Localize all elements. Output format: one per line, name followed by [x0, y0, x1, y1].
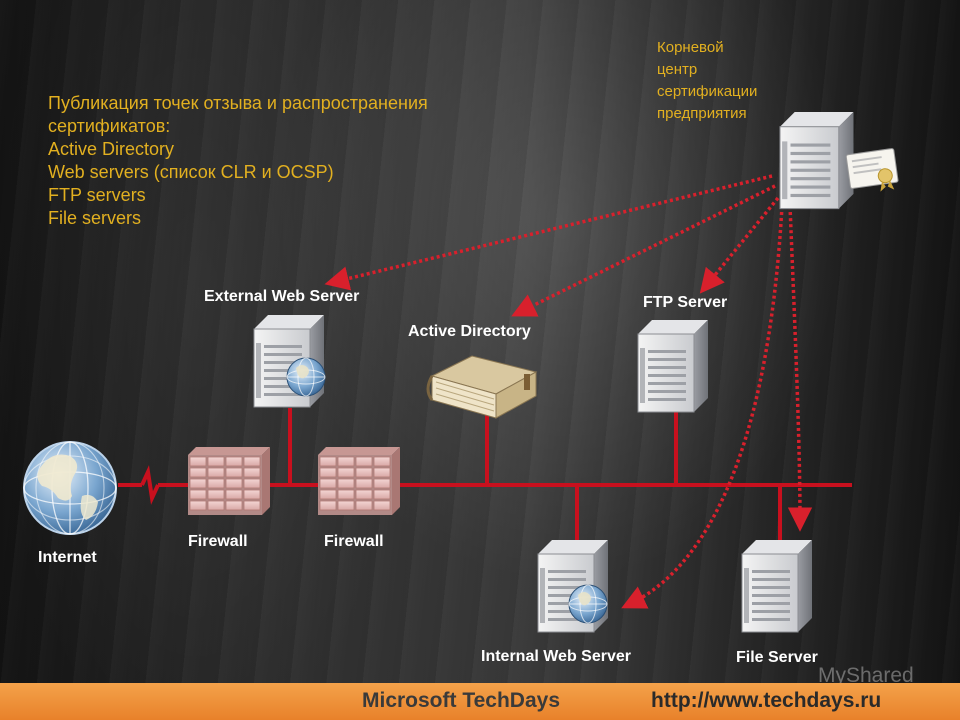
firewall-2-icon: [318, 447, 400, 515]
file-server-icon: [741, 539, 813, 633]
arrow-to-file-server: [787, 205, 813, 532]
publishing-arrows: [324, 174, 813, 609]
internal-web-server-icon: [537, 539, 609, 633]
intro-line: Active Directory: [48, 139, 175, 159]
internet-label: Internet: [38, 549, 97, 566]
external-web-server-label: External Web Server: [204, 288, 360, 305]
footer-bar: Microsoft TechDays http://www.techdays.r…: [0, 683, 960, 720]
intro-line: сертификатов:: [48, 116, 171, 136]
footer-url[interactable]: http://www.techdays.ru: [651, 689, 882, 712]
external-web-server-icon: [253, 314, 326, 408]
arrow-to-ftp-server: [699, 196, 780, 294]
footer-brand: Microsoft TechDays: [362, 689, 560, 712]
root-ca-label-line: сертификации: [657, 83, 758, 100]
internal-web-server-label: Internal Web Server: [481, 648, 631, 665]
ftp-server-icon: [637, 319, 709, 413]
internet-globe-icon: [23, 441, 117, 535]
watermark: MyShared: [818, 664, 914, 687]
root-ca-server: [779, 111, 855, 210]
active-directory-book-icon: [426, 355, 538, 419]
intro-text: Публикация точек отзыва и распространени…: [48, 92, 428, 230]
network-lines: [118, 408, 852, 540]
intro-line: FTP servers: [48, 185, 146, 205]
file-server-label: File Server: [736, 649, 818, 666]
firewall-1-icon: [188, 447, 270, 515]
root-ca-label: Корневой центр сертификации предприятия: [657, 37, 757, 125]
root-ca-label-line: центр: [657, 61, 698, 78]
intro-line: Web servers (список CLR и OCSP): [48, 162, 334, 182]
certificate-icon: [845, 148, 899, 192]
intro-line: Публикация точек отзыва и распространени…: [48, 93, 428, 113]
root-ca-label-line: предприятия: [657, 105, 747, 122]
firewall-1-label: Firewall: [188, 533, 248, 550]
ftp-server-label: FTP Server: [643, 294, 728, 311]
active-directory-label: Active Directory: [408, 323, 531, 340]
firewall-2-label: Firewall: [324, 533, 384, 550]
root-ca-label-line: Корневой: [657, 39, 724, 56]
intro-line: File servers: [48, 208, 142, 228]
